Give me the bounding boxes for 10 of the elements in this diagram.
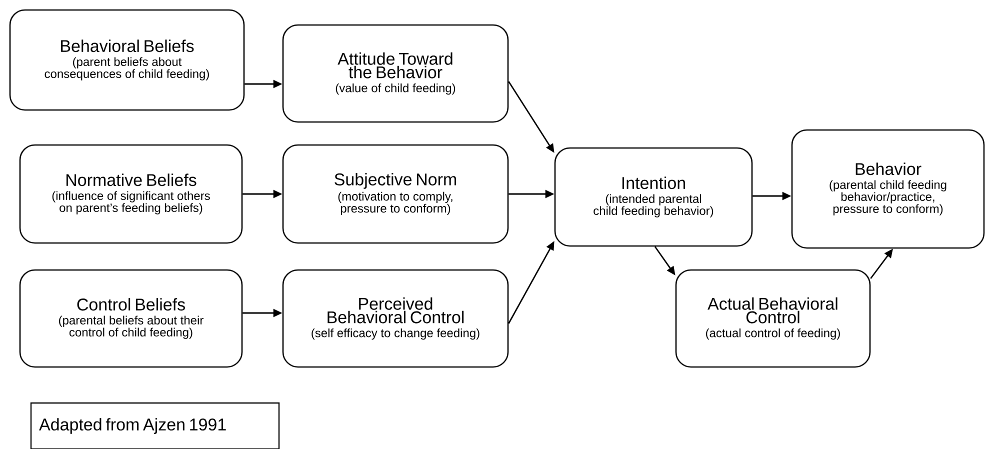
source-note-box: Adapted from Ajzen 1991 — [30, 402, 280, 449]
concept-box: Perceived Behavioral Control (self efficacy to change feeding) — [282, 269, 509, 368]
concept-box: Subjective Norm (motivation to comply, pressure to conform) — [282, 144, 509, 244]
concept-box: Behavior (parental child feeding behavior/practice, pressure to conform) — [791, 129, 985, 249]
concept-box: Behavioral Beliefs (parent beliefs about consequences of child feeding) — [9, 9, 245, 111]
concept-box: Attitude Toward the Behavior (value of child feeding) — [282, 24, 509, 123]
concept-box: Actual Behavioral Control (actual control of feeding) — [675, 269, 871, 368]
concept-box: Normative Beliefs (influence of significant others on parent’s feeding beliefs) — [19, 144, 243, 244]
concept-box: Control Beliefs (parental beliefs about their control of child feeding) — [19, 269, 243, 368]
concept-box: Intention (intended parental child feeding behavior) — [554, 147, 753, 247]
